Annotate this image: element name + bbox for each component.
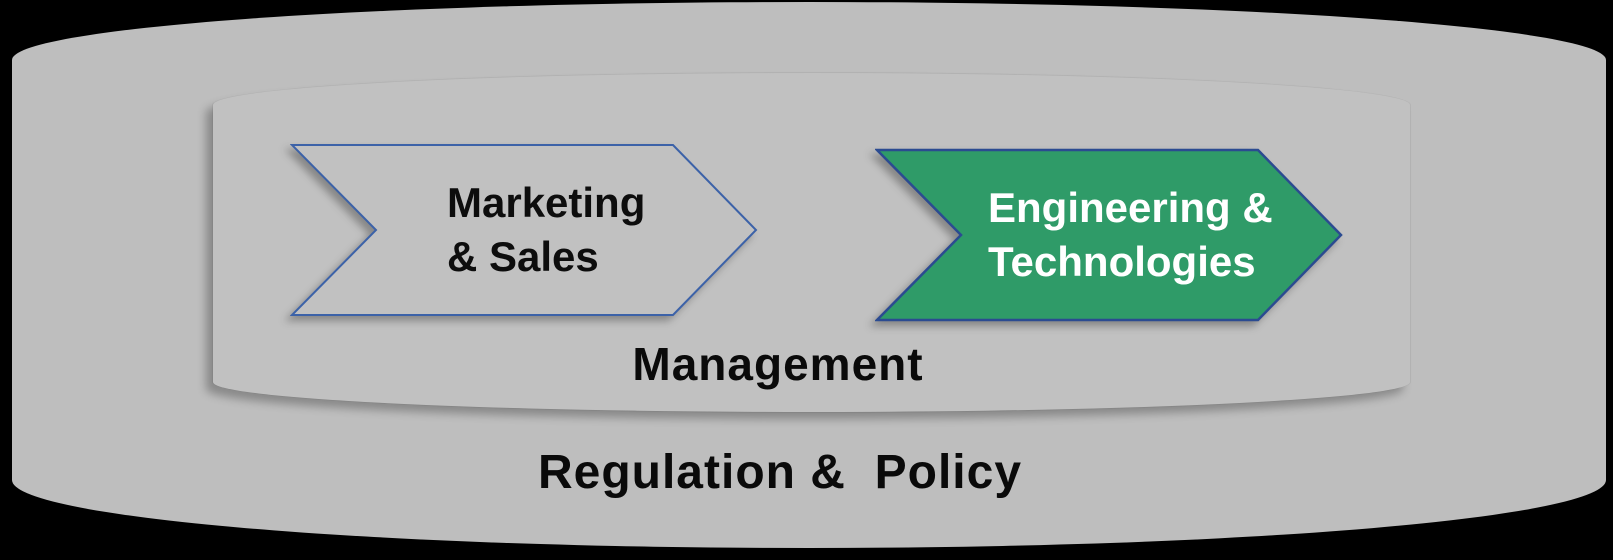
engineering-technologies-label-line2: Technologies bbox=[988, 238, 1256, 285]
marketing-sales-label-line1: Marketing bbox=[447, 179, 646, 226]
marketing-sales-label: Marketing & Sales bbox=[447, 143, 645, 317]
chevron-right-polygon bbox=[290, 144, 758, 316]
engineering-technologies-arrow: Engineering & Technologies bbox=[875, 148, 1343, 322]
management-label: Management bbox=[632, 338, 924, 390]
regulation-policy-label: Regulation & Policy bbox=[537, 446, 1023, 499]
chevron-right-shape bbox=[875, 148, 1343, 322]
chevron-right-polygon bbox=[875, 148, 1343, 322]
engineering-technologies-label-line1: Engineering & bbox=[988, 184, 1273, 231]
marketing-sales-arrow: Marketing & Sales bbox=[290, 143, 758, 317]
chevron-right-shape bbox=[290, 144, 758, 316]
engineering-technologies-label: Engineering & Technologies bbox=[988, 148, 1273, 322]
marketing-sales-label-line2: & Sales bbox=[447, 233, 599, 280]
